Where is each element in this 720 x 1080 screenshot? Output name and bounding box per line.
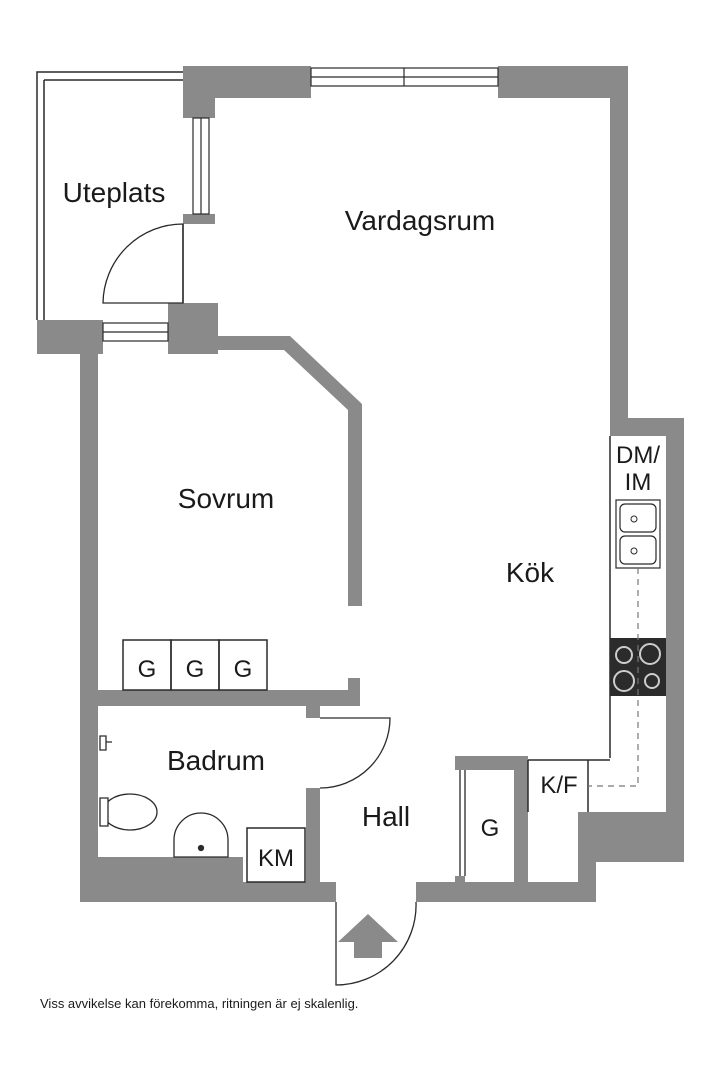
washbasin-icon	[173, 812, 229, 858]
sink-icon	[615, 499, 661, 569]
terrace-door	[102, 223, 184, 304]
label-wardrobe-1: G	[138, 656, 157, 683]
label-wardrobe-3: G	[234, 656, 253, 683]
wall-living-left-lower	[183, 214, 215, 224]
label-hall: Hall	[362, 801, 410, 832]
room-labels: Uteplats Vardagsrum Sovrum Kök Badrum Ha…	[63, 177, 555, 832]
wall-bottom-km	[243, 882, 336, 902]
label-vardagsrum: Vardagsrum	[345, 205, 495, 236]
label-kok: Kök	[506, 557, 555, 588]
shower-tap-icon	[99, 735, 112, 751]
bathroom-door	[319, 717, 391, 789]
windows	[102, 67, 499, 342]
wall-hall-closet-top	[455, 756, 528, 770]
closet-door	[459, 770, 466, 876]
disclaimer-text: Viss avvikelse kan förekomma, ritningen …	[40, 996, 359, 1011]
wall-bath-hall-top	[306, 706, 320, 718]
wall-right-upper	[610, 66, 628, 420]
doors	[102, 223, 466, 986]
wall-bottom-right-corner	[578, 812, 596, 902]
wall-bottom-left	[80, 857, 243, 902]
wall-hall-closet-stub	[455, 876, 465, 896]
wall-right-step	[610, 418, 684, 436]
terrace-outline	[36, 71, 183, 320]
label-dishwasher-2: IM	[625, 469, 652, 496]
label-sovrum: Sovrum	[178, 483, 274, 514]
wall-living-left	[183, 66, 215, 118]
wall-right-lower	[666, 418, 684, 862]
kitchen-fixtures	[588, 499, 666, 787]
wall-bedroom-angled	[215, 336, 362, 606]
label-washing-machine: KM	[258, 845, 294, 872]
label-wardrobe-2: G	[186, 656, 205, 683]
wall-left	[80, 320, 98, 902]
fixture-labels: G G G G DM/ IM K/F KM	[138, 442, 661, 872]
entrance-arrow-icon	[338, 914, 398, 958]
wall-left-top-right	[168, 303, 218, 354]
label-badrum: Badrum	[167, 745, 265, 776]
toilet-icon	[102, 793, 158, 831]
entrance-door	[335, 901, 417, 986]
label-hall-wardrobe: G	[481, 815, 500, 842]
walls	[37, 66, 684, 902]
wall-top-right	[498, 66, 628, 98]
bathroom-fixtures	[99, 735, 229, 858]
wall-bottom-closet	[514, 760, 528, 902]
wall-bath-hall	[306, 788, 320, 902]
label-fridge-freezer: K/F	[540, 772, 577, 799]
wardrobe-3-outline	[218, 639, 268, 691]
label-uteplats: Uteplats	[63, 177, 166, 208]
wall-bottom-hall-right	[416, 882, 596, 902]
label-dishwasher-1: DM/	[616, 442, 660, 469]
wall-bedroom-bath	[98, 690, 360, 706]
washing-machine-outline	[246, 827, 306, 883]
wall-bedroom-stub	[348, 678, 360, 706]
